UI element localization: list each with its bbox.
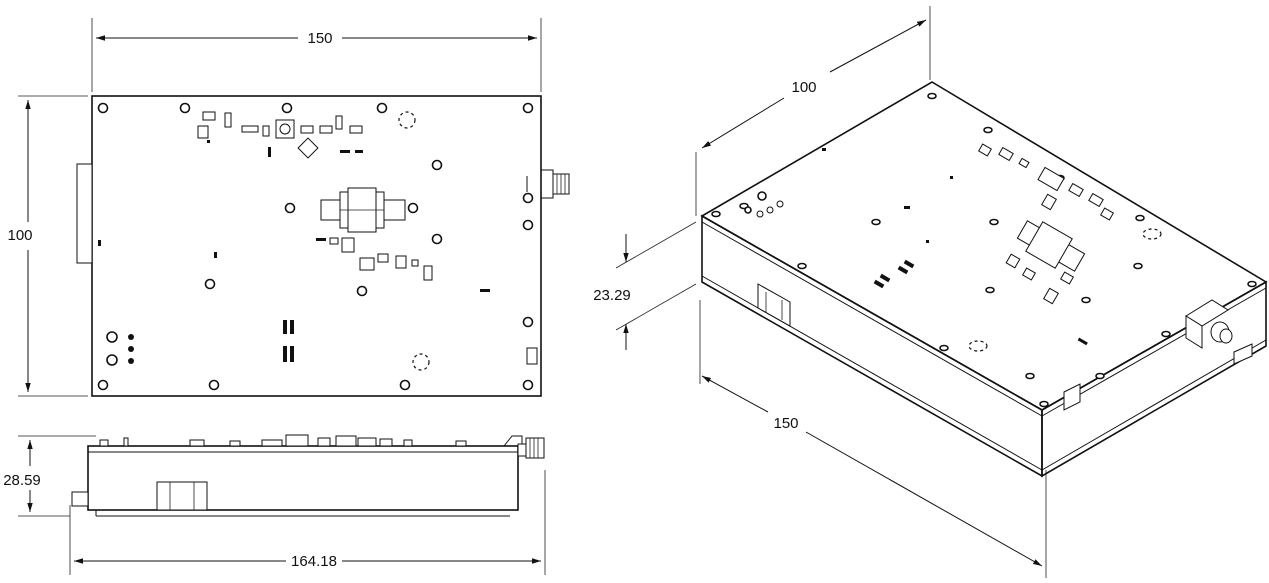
isometric-view: 100 23.29 150 — [593, 6, 1268, 578]
side-height-label: 28.59 — [3, 472, 41, 489]
side-port — [156, 481, 208, 511]
iso-side-port — [757, 283, 791, 327]
iso-sma-connector — [1185, 299, 1233, 349]
pcb-components — [98, 111, 490, 366]
side-sma-connector — [503, 435, 545, 459]
iso-front-tab — [1063, 383, 1081, 411]
iso-height-label: 23.29 — [593, 287, 631, 304]
mounting-holes — [97, 102, 534, 391]
side-height-dimension: 28.59 — [3, 440, 41, 512]
iso-depth-label: 100 — [791, 79, 816, 96]
right-jack — [526, 347, 538, 365]
iso-width-label: 150 — [773, 415, 798, 432]
iso-components — [744, 143, 1115, 346]
board-outline — [91, 95, 542, 397]
top-view: 150 100 — [7, 18, 570, 397]
iso-width-dimension: 150 — [701, 375, 1043, 567]
side-connector-left — [71, 491, 89, 507]
side-view: 28.59 164.18 — [3, 434, 546, 575]
side-length-dimension: 164.18 — [74, 553, 541, 570]
top-height-label: 100 — [7, 227, 32, 244]
iso-side-jack — [1233, 343, 1253, 365]
top-width-dimension: 150 — [96, 30, 537, 47]
iso-height-dimension: 23.29 — [593, 234, 631, 350]
enclosure-side — [87, 445, 519, 511]
sma-connector — [526, 169, 570, 199]
iso-depth-dimension: 100 — [701, 19, 927, 149]
edge-connector — [76, 163, 93, 264]
top-width-label: 150 — [307, 30, 332, 47]
side-length-label: 164.18 — [291, 553, 337, 570]
iso-mounting-holes — [711, 92, 1257, 408]
side-components — [99, 434, 467, 447]
top-height-dimension: 100 — [7, 100, 33, 392]
